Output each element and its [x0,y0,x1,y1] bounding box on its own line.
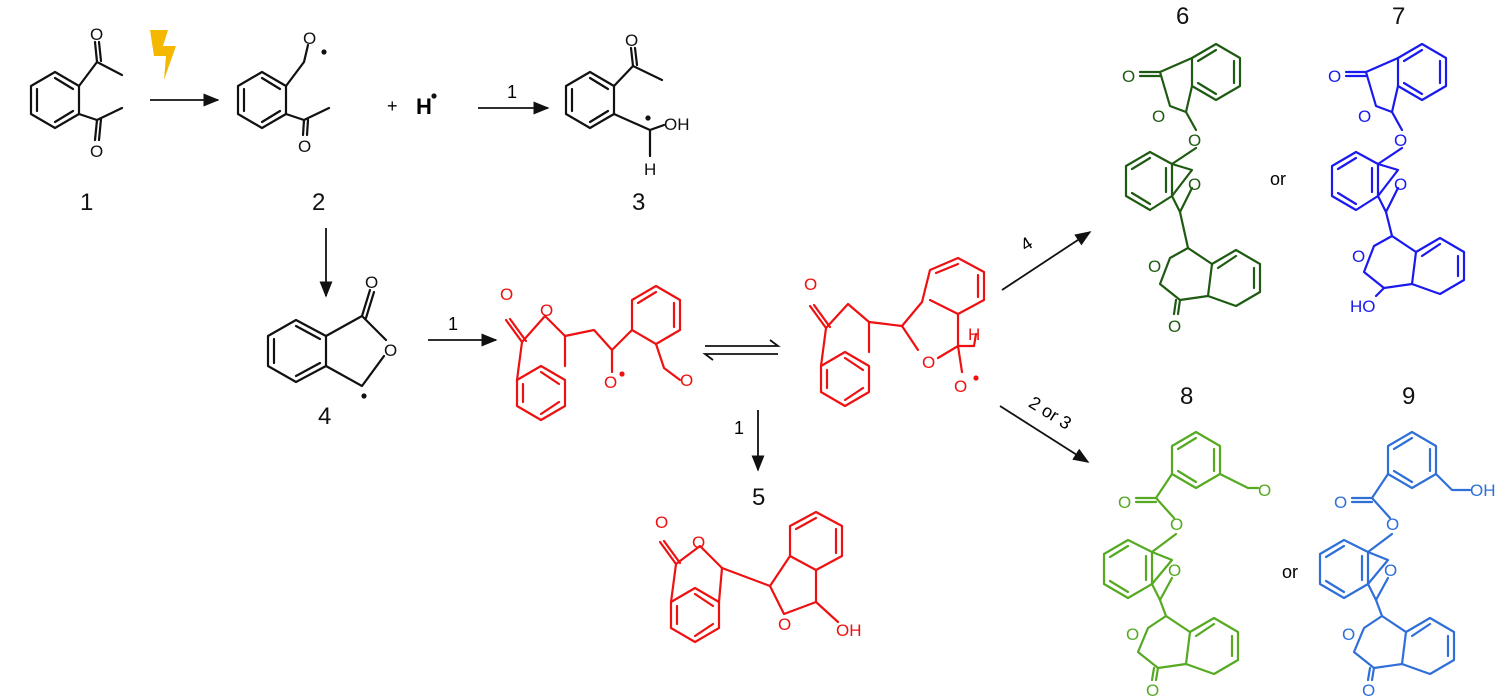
alkoxy-radical-open: O O O O [500,284,693,422]
atom-o: O [922,353,935,372]
atom-o: O [303,29,316,48]
atom-o: O [954,377,967,396]
equilibrium-arrows [702,339,781,361]
arrow-label: 1 [448,314,458,334]
compound-label-1: 1 [80,189,93,216]
atom-o: O [1394,175,1407,194]
atom-o: O [778,615,791,634]
atom-o: O [1386,515,1399,534]
arrow-to-6-7 [1001,231,1092,291]
atom-o: O [604,373,617,392]
radical-dot [431,93,437,99]
atom-o: O [1126,625,1139,644]
atom-oh: OH [664,115,690,134]
atom-o: O [1352,247,1365,266]
compound-3: O OH H 3 [564,31,690,216]
atom-ho: HO [1350,297,1376,316]
compound-label-6: 6 [1176,3,1189,30]
atom-o: O [384,341,397,360]
lightning-icon [150,30,176,80]
atom-o: O [1384,561,1397,580]
atom-o: O [1342,625,1355,644]
atom-o: O [1258,481,1271,500]
atom-o: O [365,273,378,292]
arrow-label: 1 [734,418,744,438]
atom-oh: OH [1470,481,1496,500]
radical-dot [619,371,625,377]
compound-label-8: 8 [1180,383,1193,410]
compound-label-4: 4 [318,403,331,430]
atom-o: O [1118,493,1131,512]
atom-o: O [692,533,705,552]
compound-5: O O O OH 5 [655,484,862,644]
compound-label-5: 5 [752,484,765,511]
atom-o: O [1168,317,1181,336]
atom-o: O [500,285,513,304]
atom-o: O [1328,67,1341,86]
atom-o: O [90,25,103,44]
compound-7: O O O O O HO 7 [1328,3,1466,316]
atom-o: O [655,513,668,532]
atom-o: O [680,371,693,390]
radical-dot [361,393,367,399]
atom-o: O [1358,107,1371,126]
atom-o: O [540,301,553,320]
plus-sign: + [387,96,398,116]
compound-6: O O O O O O 6 [1122,3,1262,336]
compound-label-7: 7 [1392,3,1405,30]
atom-oh: OH [836,621,862,640]
atom-o: O [1170,515,1183,534]
atom-o: O [1148,257,1161,276]
or-label: or [1282,562,1298,582]
atom-o: O [90,142,103,161]
compound-2: O O 2 [236,29,331,216]
atom-o: O [1188,175,1201,194]
atom-h: H [644,160,656,179]
or-label: or [1270,169,1286,189]
compound-1: O O 1 [29,25,124,216]
atom-o: O [1394,131,1407,150]
atom-o: O [1334,493,1347,512]
atom-o: O [804,275,817,294]
compound-label-9: 9 [1402,383,1415,410]
radical-dot [321,49,327,55]
arrow-label: 1 [507,82,517,102]
compound-9: OH O O O O O 9 [1318,383,1496,700]
compound-8: O O O O O O 8 [1102,383,1271,700]
atom-o: O [625,31,638,50]
compound-label-3: 3 [632,189,645,216]
atom-o: O [298,137,311,156]
atom-o: O [1168,561,1181,580]
atom-o: O [1152,107,1165,126]
radical-dot [973,375,979,381]
hydrogen-radical: H [416,94,432,119]
atom-o: O [1122,67,1135,86]
radical-dot [645,115,651,121]
compound-4: O O 4 [266,273,397,430]
atom-o: O [1188,131,1201,150]
compound-label-2: 2 [312,189,325,216]
alkoxy-radical-cyclic: O O H O [804,256,986,408]
atom-o: O [1146,681,1159,700]
atom-o: O [1362,681,1375,700]
arrow-label: 4 [1017,233,1036,255]
arrow-to-8-9 [999,405,1090,463]
atom-h: H [968,325,980,344]
